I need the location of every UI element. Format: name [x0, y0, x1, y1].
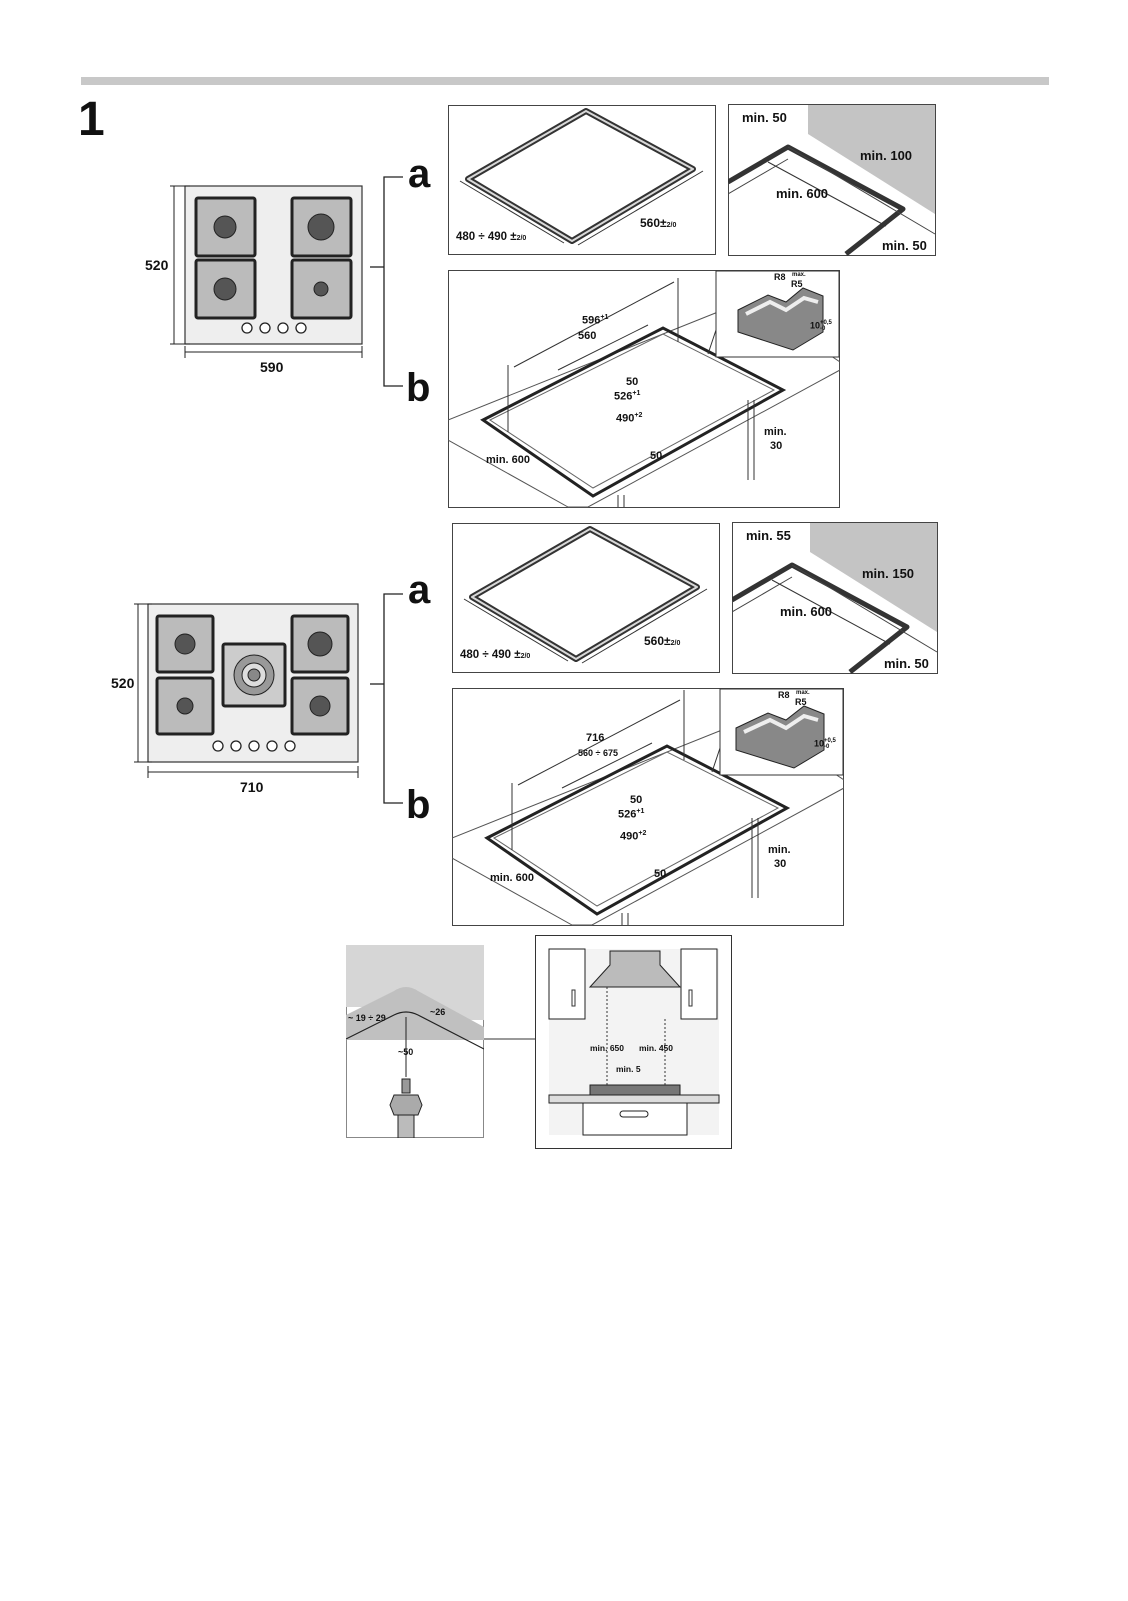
hob2-d716: 716 [586, 732, 605, 744]
conn-range-label: ~ 19 ÷ 29 [348, 1013, 386, 1023]
hob1-d50a: 50 [626, 376, 639, 388]
hob2-cutout-width: 560±2/0 [644, 634, 681, 648]
hood-min650-label: min. 650 [590, 1043, 625, 1053]
header-rule [81, 77, 1049, 85]
conn-50-label: ~50 [398, 1047, 414, 1057]
hob1-d490: 490+2 [616, 412, 643, 425]
hob2-cutout-panel: 480 ÷ 490 ±2/0 560±2/0 [452, 523, 720, 673]
hob1-min-front: min. 50 [882, 238, 927, 253]
hob1-install-panel: 596+1 560 50 526+1 490+2 50 min. 600 min… [448, 270, 840, 508]
hob2-d560-675: 560 ÷ 675 [578, 748, 618, 758]
hob2-min600: min. 600 [490, 872, 535, 884]
hob1-cutout-width: 560±2/0 [640, 216, 677, 230]
hob1-min-side: min. 100 [860, 148, 913, 163]
hob2-depth-label: 520 [111, 675, 135, 691]
hob2-letter-a: a [408, 568, 431, 612]
figure-number: 1 [78, 93, 105, 146]
hob2-min-back: min. 55 [746, 528, 791, 543]
hob2-min-front-width: min. 600 [780, 604, 833, 619]
hob1-knobs [241, 322, 307, 334]
hob1-cutout-panel: 480 ÷ 490 ±2/0 560±2/0 [448, 105, 716, 255]
hob1-d526: 526+1 [614, 390, 641, 403]
hob2-d490: 490+2 [620, 830, 647, 843]
hob1-min-front-width: min. 600 [776, 186, 829, 201]
hob1-min-back: min. 50 [742, 110, 787, 125]
hood-clearance-panel: min. 650 min. 450 min. 5 [535, 935, 732, 1149]
connector-line [484, 1038, 536, 1040]
hob1-burner-grates [194, 196, 353, 320]
hob1-r5: R5 [791, 279, 803, 289]
hob1-depth-label: 520 [145, 257, 169, 273]
hob1-d596: 596+1 [582, 314, 609, 327]
hob1-clearance-panel: min. 50 min. 100 min. 600 min. 50 [728, 104, 936, 256]
hob1-d50b: 50 [650, 450, 663, 462]
hob1-min30-b: 30 [770, 440, 783, 452]
hob2-top-view [134, 603, 359, 778]
hob2-knobs [212, 740, 296, 752]
hob1-d10: 10+0,5-0 [810, 320, 832, 332]
hood-min450-label: min. 450 [639, 1043, 674, 1053]
conn-26-label: ~26 [430, 1007, 446, 1017]
hob2-r8: R8 [778, 690, 790, 700]
hob1-width-label: 590 [260, 359, 284, 375]
hob2-r5: R5 [795, 697, 807, 707]
hob1-r8: R8 [774, 272, 786, 282]
hob2-d50b: 50 [654, 868, 667, 880]
hob2-install-panel: 716 560 ÷ 675 50 526+1 490+2 50 min. 600… [452, 688, 844, 926]
hob2-burner-grates [155, 614, 350, 736]
hob1-cutout-depth: 480 ÷ 490 ±2/0 [456, 231, 527, 243]
hob1-letter-a: a [408, 152, 431, 196]
gas-connection-panel: ~ 19 ÷ 29 ~26 ~50 [346, 945, 484, 1138]
hob2-clearance-panel: min. 55 min. 150 min. 600 min. 50 [732, 522, 938, 674]
hob2-d526: 526+1 [618, 808, 645, 821]
hob2-max: max. [796, 690, 810, 696]
hob2-cutout-depth: 480 ÷ 490 ±2/0 [460, 649, 531, 661]
hob1-top-view [170, 185, 363, 358]
hob2-min30-b: 30 [774, 858, 787, 870]
hob2-min-front: min. 50 [884, 656, 929, 671]
hob2-d10: 10+0,5-0 [814, 738, 836, 750]
hob1-bracket [370, 176, 403, 387]
hob2-width-label: 710 [240, 779, 264, 795]
hob1-letter-b: b [406, 366, 431, 410]
hob2-letter-b: b [406, 783, 431, 827]
hob1-max: max. [792, 272, 806, 278]
hob1-d560: 560 [578, 330, 597, 342]
hood-min5-label: min. 5 [616, 1064, 641, 1074]
hob1-min600: min. 600 [486, 454, 531, 466]
hob2-min-side: min. 150 [862, 566, 915, 581]
hob2-d50a: 50 [630, 794, 643, 806]
hob1-min30-a: min. [764, 426, 787, 438]
hob2-min30-a: min. [768, 844, 791, 856]
hob2-bracket [370, 593, 403, 804]
